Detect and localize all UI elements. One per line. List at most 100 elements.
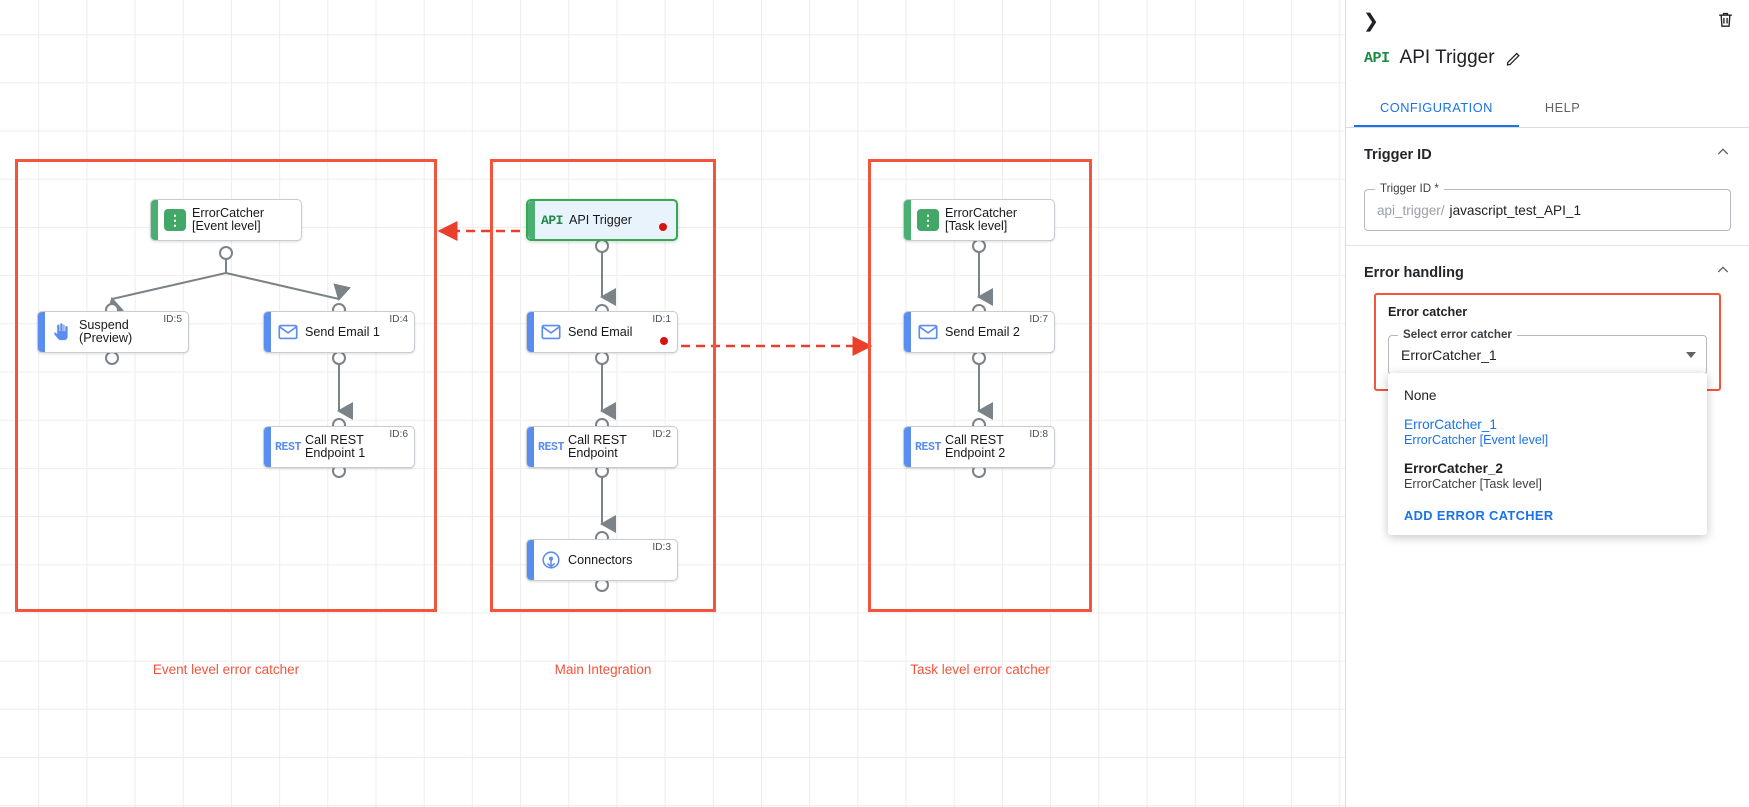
option-label: ErrorCatcher_2 — [1404, 461, 1503, 476]
node-title: Suspend (Preview) — [79, 318, 133, 345]
group-task-level-error-catcher — [868, 159, 1092, 612]
dropdown-option-errorcatcher-2[interactable]: ErrorCatcher_2 ErrorCatcher [Task level] — [1388, 454, 1707, 498]
section-trigger-id: Trigger ID Trigger ID * api_trigger/ jav… — [1346, 128, 1749, 246]
error-catcher-label: Error catcher — [1388, 305, 1468, 319]
node-call-rest-endpoint-1[interactable]: REST Call REST Endpoint 1 ID:6 — [263, 426, 415, 468]
node-accent — [904, 200, 911, 240]
group-label-task: Task level error catcher — [910, 662, 1050, 677]
dropdown-option-errorcatcher-1[interactable]: ErrorCatcher_1 ErrorCatcher [Event level… — [1388, 410, 1707, 454]
section-header[interactable]: Error handling — [1364, 262, 1731, 283]
tab-help[interactable]: HELP — [1544, 100, 1581, 115]
node-title: Call REST Endpoint 2 — [945, 433, 1006, 460]
pencil-icon[interactable] — [1505, 50, 1522, 67]
node-id-badge: ID:8 — [1029, 429, 1048, 440]
email-icon — [271, 321, 305, 343]
node-title: Send Email — [568, 324, 633, 339]
panel-tabs: CONFIGURATION HELP — [1346, 90, 1749, 128]
node-title: Connectors — [568, 552, 633, 567]
option-label: ErrorCatcher_1 — [1404, 417, 1497, 432]
select-error-catcher[interactable]: Select error catcher ErrorCatcher_1 — [1388, 328, 1707, 375]
select-error-catcher-label: Select error catcher — [1398, 328, 1517, 341]
trash-icon[interactable] — [1716, 10, 1735, 34]
chevron-right-icon[interactable]: ❯ — [1363, 10, 1379, 32]
node-id-badge: ID:4 — [389, 314, 408, 325]
email-icon — [534, 321, 568, 343]
node-accent — [528, 201, 535, 239]
node-accent — [151, 200, 158, 240]
node-send-email-1[interactable]: Send Email 1 ID:4 — [263, 311, 415, 353]
dropdown-option-none[interactable]: None — [1388, 381, 1707, 410]
node-title: Call REST Endpoint 1 — [305, 433, 366, 460]
rest-icon: REST — [914, 440, 941, 454]
node-id-badge: ID:6 — [389, 429, 408, 440]
node-id-badge: ID:1 — [652, 314, 671, 325]
section-header[interactable]: Trigger ID — [1364, 144, 1731, 165]
email-icon — [911, 321, 945, 343]
trigger-id-field[interactable]: Trigger ID * api_trigger/ javascript_tes… — [1364, 182, 1731, 231]
option-label: None — [1404, 388, 1437, 403]
node-connectors[interactable]: Connectors ID:3 — [526, 539, 678, 581]
workflow-canvas[interactable]: Event level error catcher Main Integrati… — [0, 0, 1345, 807]
connectors-icon — [534, 549, 568, 571]
select-error-catcher-value: ErrorCatcher_1 — [1401, 347, 1497, 363]
rest-icon: REST — [274, 440, 301, 454]
chevron-up-icon[interactable] — [1715, 144, 1731, 165]
chevron-up-icon[interactable] — [1715, 262, 1731, 283]
panel-toolbar: ❯ — [1346, 0, 1749, 40]
option-sublabel: ErrorCatcher [Task level] — [1404, 477, 1542, 491]
add-error-catcher-button[interactable]: ADD ERROR CATCHER — [1404, 508, 1554, 523]
node-api-trigger[interactable]: API API Trigger — [526, 199, 678, 241]
option-sublabel: ErrorCatcher [Event level] — [1404, 433, 1549, 447]
node-title: ErrorCatcher [Event level] — [192, 206, 265, 233]
node-accent — [264, 312, 271, 352]
rest-icon: REST — [537, 440, 564, 454]
node-id-badge: ID:7 — [1029, 314, 1048, 325]
group-label-event: Event level error catcher — [152, 662, 300, 677]
error-catcher-icon: ⋮ — [158, 209, 192, 231]
node-accent — [527, 540, 534, 580]
error-catcher-icon: ⋮ — [911, 209, 945, 231]
trigger-id-label: Trigger ID * — [1375, 182, 1444, 195]
section-title: Trigger ID — [1364, 146, 1432, 163]
node-accent — [527, 312, 534, 352]
error-catcher-box: Error catcher Select error catcher Error… — [1374, 293, 1721, 535]
node-error-indicator — [659, 223, 667, 231]
group-label-main: Main Integration — [554, 662, 652, 677]
panel-title-row: API API Trigger — [1346, 40, 1749, 76]
node-title: Send Email 2 — [945, 324, 1020, 339]
tab-configuration[interactable]: CONFIGURATION — [1354, 90, 1519, 127]
node-accent — [527, 427, 534, 467]
node-title: API Trigger — [569, 212, 632, 227]
node-call-rest-endpoint[interactable]: REST Call REST Endpoint ID:2 — [526, 426, 678, 468]
node-accent — [264, 427, 271, 467]
section-title: Error handling — [1364, 264, 1464, 281]
node-title: ErrorCatcher [Task level] — [945, 206, 1018, 233]
node-id-badge: ID:2 — [652, 429, 671, 440]
node-error-catcher-event-level[interactable]: ⋮ ErrorCatcher [Event level] — [150, 199, 302, 241]
trigger-id-prefix: api_trigger/ — [1377, 202, 1445, 218]
node-suspend[interactable]: Suspend (Preview) ID:5 — [37, 311, 189, 353]
node-accent — [904, 312, 911, 352]
node-id-badge: ID:3 — [652, 542, 671, 553]
node-id-badge: ID:5 — [163, 314, 182, 325]
node-call-rest-endpoint-2[interactable]: REST Call REST Endpoint 2 ID:8 — [903, 426, 1055, 468]
node-error-indicator — [660, 337, 668, 345]
api-icon: API — [1364, 49, 1390, 67]
chevron-down-icon[interactable] — [1686, 352, 1696, 358]
node-send-email[interactable]: Send Email ID:1 — [526, 311, 678, 353]
node-send-email-2[interactable]: Send Email 2 ID:7 — [903, 311, 1055, 353]
node-error-catcher-task-level[interactable]: ⋮ ErrorCatcher [Task level] — [903, 199, 1055, 241]
group-event-level-error-catcher — [15, 159, 437, 612]
node-title: Call REST Endpoint — [568, 433, 627, 460]
group-main-integration — [490, 159, 716, 612]
suspend-hand-icon — [45, 322, 79, 342]
error-catcher-dropdown[interactable]: None ErrorCatcher_1 ErrorCatcher [Event … — [1388, 373, 1707, 535]
api-icon: API — [541, 212, 563, 228]
node-accent — [38, 312, 45, 352]
page-title: API Trigger — [1399, 47, 1495, 68]
node-accent — [904, 427, 911, 467]
section-error-handling: Error handling Error catcher Select erro… — [1346, 246, 1749, 535]
details-panel: ❯ API API Trigger CONFIGURATION HELP — [1345, 0, 1749, 807]
trigger-id-input[interactable]: javascript_test_API_1 — [1449, 202, 1582, 218]
